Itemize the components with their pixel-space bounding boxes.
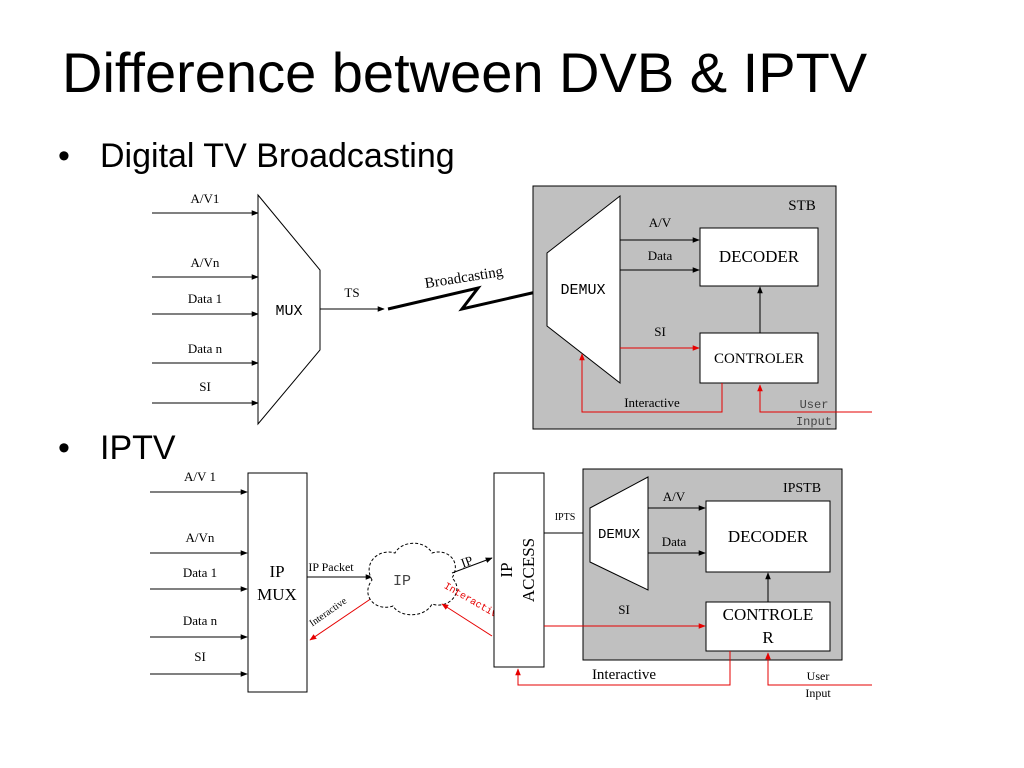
input-label-avn: A/Vn <box>186 530 215 545</box>
dvb-diagram: A/V1 A/Vn Data 1 Data n SI MUX TS Broadc… <box>152 185 872 430</box>
demux-label: DEMUX <box>560 282 605 299</box>
si-label: SI <box>654 324 666 339</box>
input-label-data1: Data 1 <box>188 291 222 306</box>
si-label: SI <box>618 602 630 617</box>
user-input-arrow <box>765 652 872 686</box>
interactive-left-arrow <box>309 597 373 641</box>
bullet-text: IPTV <box>100 429 176 467</box>
demux-block <box>546 194 621 385</box>
interactive-left-label: Interactive <box>308 595 350 629</box>
ipts-label: IPTS <box>555 512 576 523</box>
dvb-input-arrows <box>152 210 259 406</box>
broadcast-lightning-icon <box>387 285 546 312</box>
input-label-av1: A/V 1 <box>184 469 216 484</box>
controller-label: CONTROLE <box>723 605 814 624</box>
av-label: A/V <box>649 215 672 230</box>
stb-label: STB <box>788 198 816 214</box>
input-label-si: SI <box>199 379 211 394</box>
controller-block <box>699 332 819 384</box>
input-label-si: SI <box>194 649 206 664</box>
data-label: Data <box>648 248 673 263</box>
ip-cloud-label: IP <box>393 573 411 590</box>
input-label-av1: A/V1 <box>191 191 220 206</box>
controller-label: R <box>762 628 774 647</box>
interactive-label: Interactive <box>592 667 656 683</box>
ip-mux-label: IP <box>269 562 284 581</box>
input-label-avn: A/Vn <box>191 255 220 270</box>
bullet-dot: • <box>58 137 70 175</box>
interactive-arrow <box>579 353 723 413</box>
decoder-block <box>705 500 831 573</box>
bullet-iptv: • IPTV <box>58 428 176 468</box>
decoder-block <box>699 227 819 287</box>
interactive-arrow <box>515 651 731 686</box>
slide-title: Difference between DVB & IPTV <box>62 41 868 104</box>
controller-label: CONTROLER <box>714 351 804 367</box>
broadcasting-label: Broadcasting <box>424 264 505 292</box>
ip-cloud-icon <box>367 542 458 616</box>
interactive-label: Interactive <box>624 395 680 410</box>
ip-mux-label: MUX <box>257 585 297 604</box>
ip-packet-label: IP Packet <box>308 560 354 574</box>
bullet-text: Digital TV Broadcasting <box>100 137 455 175</box>
user-input-label: Input <box>805 686 831 700</box>
demux-label: DEMUX <box>598 527 641 543</box>
ip-access-block <box>493 472 545 668</box>
bullet-dot: • <box>58 429 70 467</box>
ip-arrow <box>451 557 493 574</box>
demux-block <box>589 476 649 591</box>
user-input-label: Input <box>796 415 832 429</box>
ts-label: TS <box>344 285 359 300</box>
ip-mux-block <box>247 472 308 693</box>
mux-block <box>257 193 321 426</box>
ip-access-label: IP <box>497 562 516 577</box>
iptv-diagram: A/V 1 A/Vn Data 1 Data n SI IP MUX IP Pa… <box>150 468 872 700</box>
user-input-arrow <box>757 384 872 413</box>
user-input-label: User <box>807 669 830 683</box>
iptv-input-arrows <box>150 489 248 677</box>
decoder-label: DECODER <box>719 247 800 266</box>
decoder-label: DECODER <box>728 527 809 546</box>
ip-access-label: ACCESS <box>519 538 538 602</box>
av-label: A/V <box>663 489 686 504</box>
input-label-datan: Data n <box>183 613 218 628</box>
input-label-datan: Data n <box>188 341 223 356</box>
ipstb-label: IPSTB <box>783 481 821 496</box>
data-label: Data <box>662 534 687 549</box>
input-label-data1: Data 1 <box>183 565 217 580</box>
interactive-right-arrow <box>441 603 493 637</box>
user-input-label: User <box>800 398 829 412</box>
ip-arrow-label: IP <box>459 553 475 571</box>
mux-label: MUX <box>275 303 302 320</box>
bullet-digital-tv-broadcasting: • Digital TV Broadcasting <box>58 136 455 176</box>
